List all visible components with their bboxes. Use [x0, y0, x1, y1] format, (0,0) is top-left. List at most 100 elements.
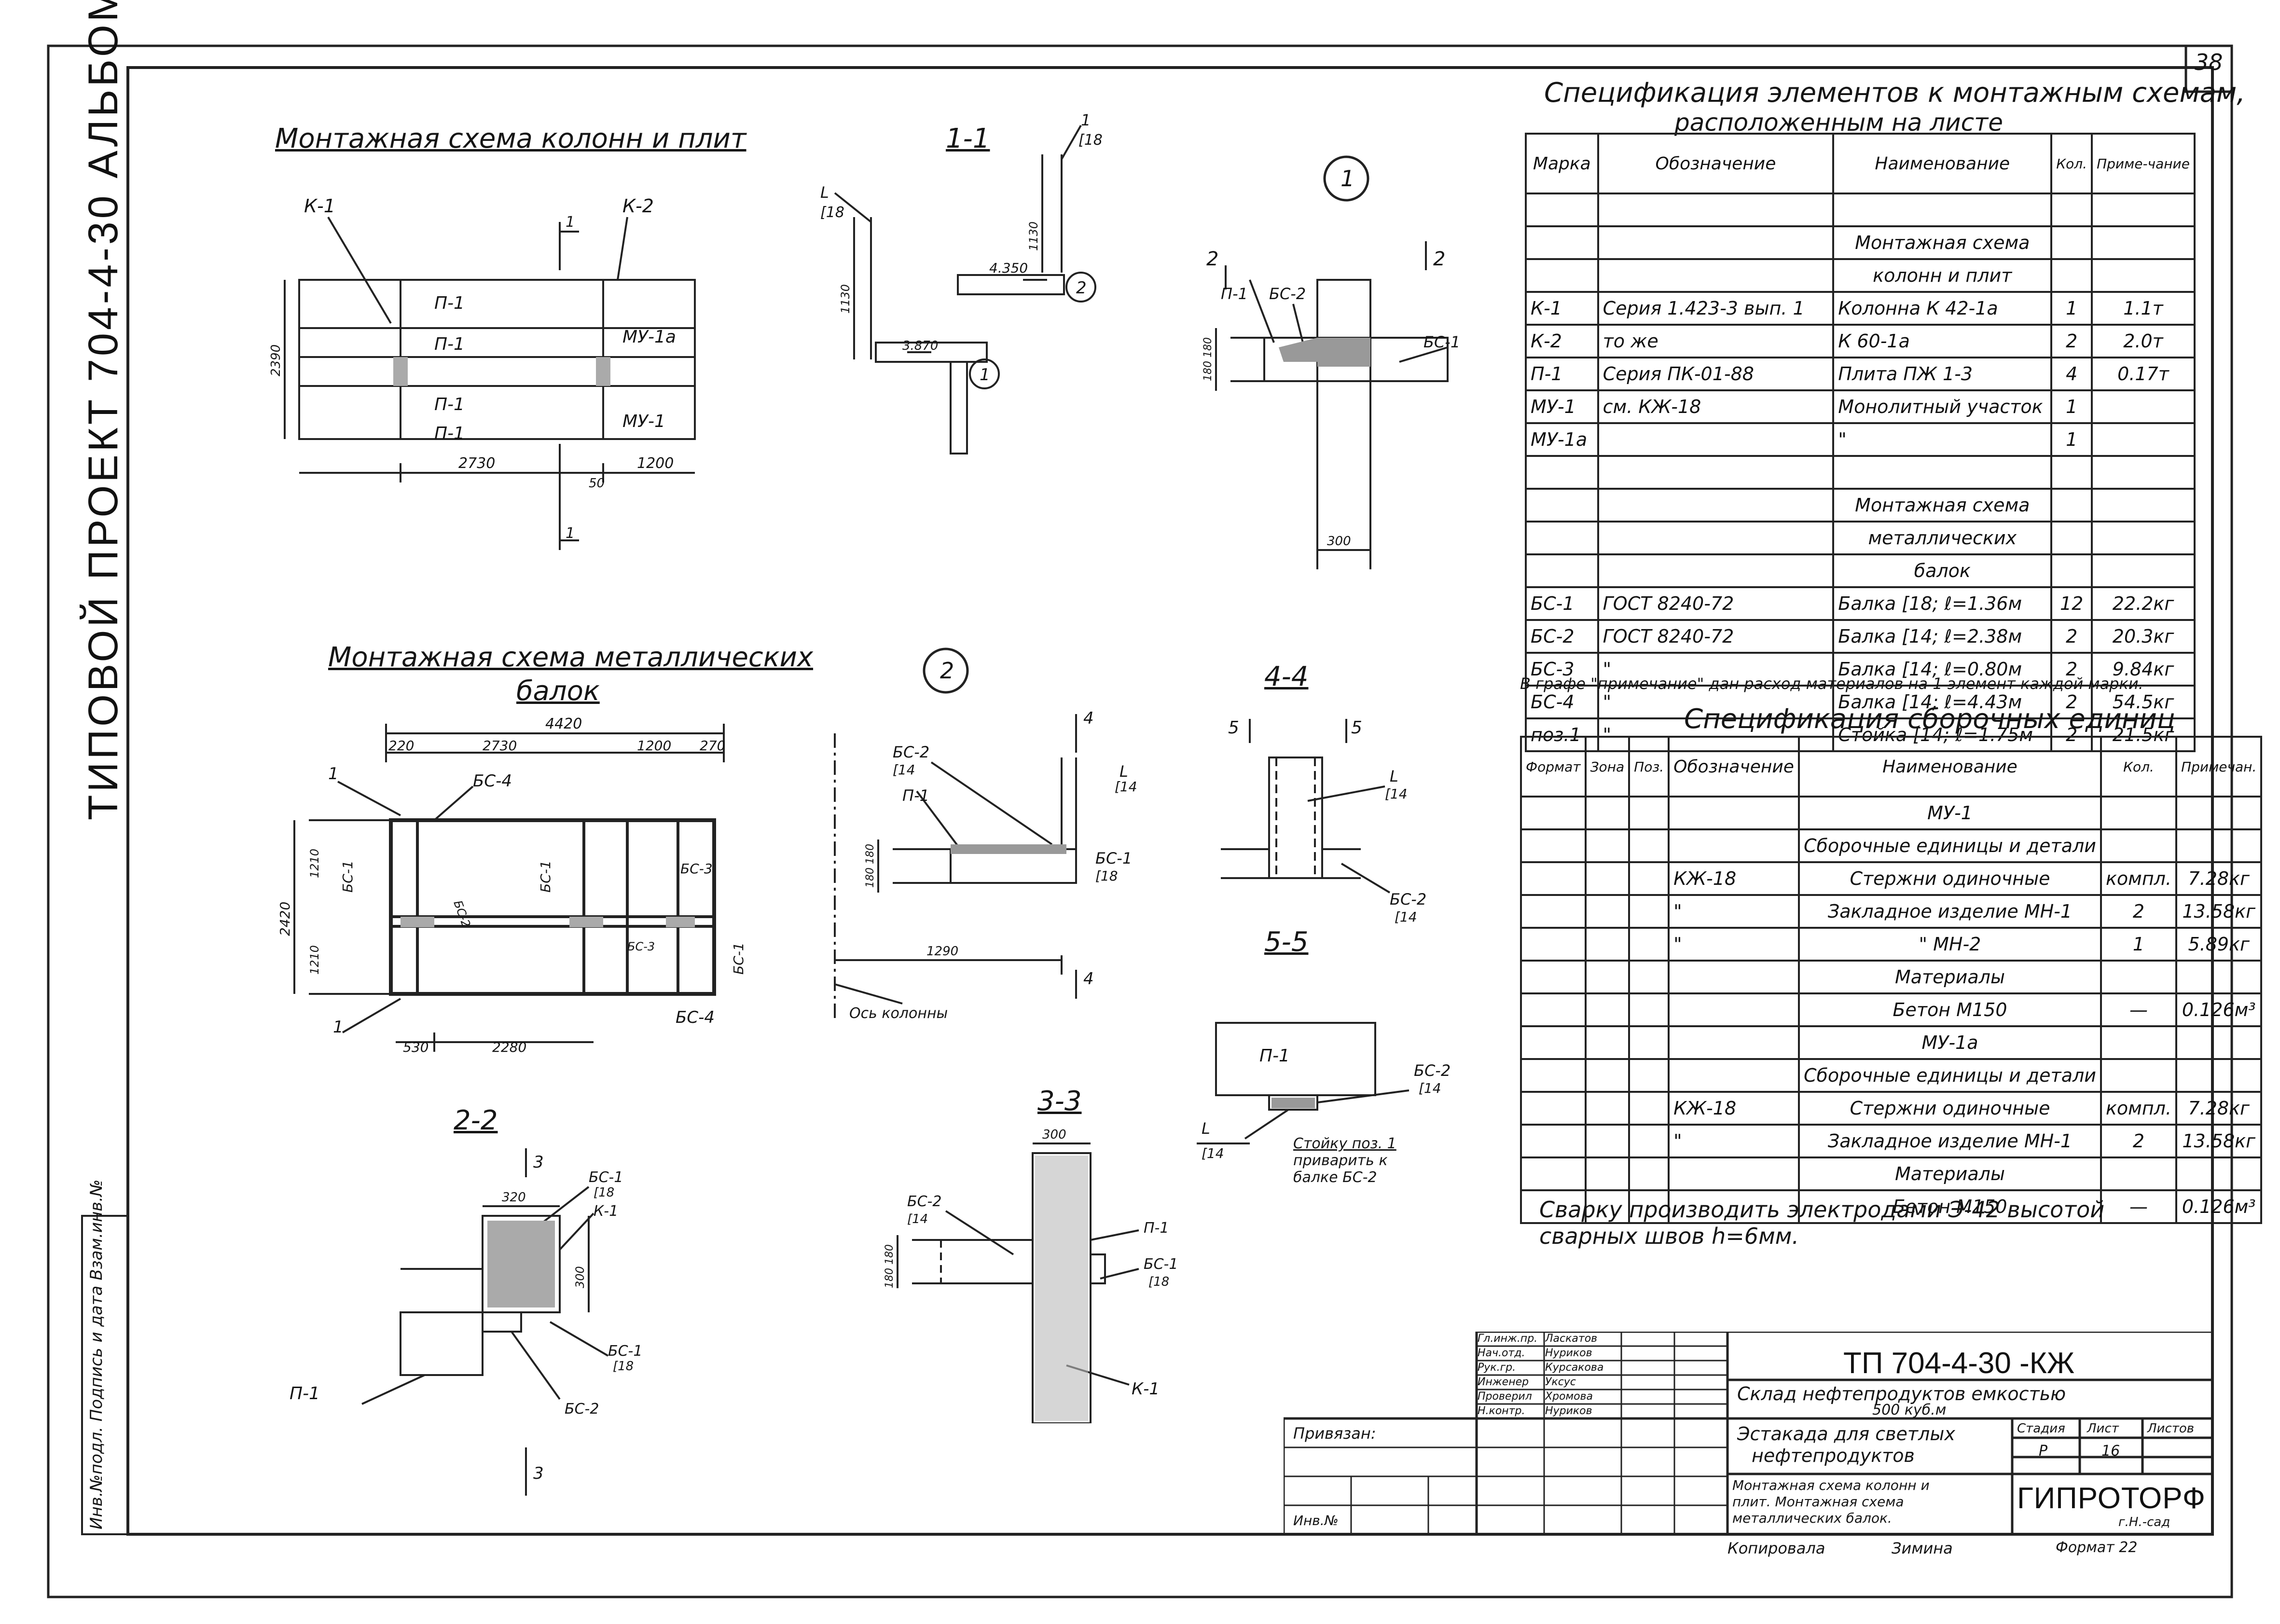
spec1-cell: Балка [14; ℓ=0.80м: [1832, 652, 2053, 687]
lbl-l: L: [1202, 1119, 1210, 1138]
lbl-c14b: [14: [1202, 1145, 1224, 1161]
lbl-bs2: БС-2: [1414, 1061, 1451, 1080]
lbl-c14: [14: [1385, 786, 1408, 802]
lbl-p1: П-1: [1221, 285, 1248, 303]
spec1-cell: БС-3: [1525, 652, 1599, 687]
lbl-c18: [18: [594, 1185, 614, 1200]
spec2-cell: [1520, 1091, 1587, 1126]
tb-stage-h: Стадия: [2017, 1421, 2065, 1436]
spec2-cell: 0.126м³: [2175, 992, 2263, 1027]
role-row: Нач.отд.Нуриков: [1478, 1347, 1680, 1362]
role-title: Проверил: [1478, 1390, 1532, 1403]
spec2-cell: Материалы: [1797, 960, 2102, 994]
sec-1-1-title: 1-1: [946, 123, 990, 154]
sec-4-4-title: 4-4: [1264, 661, 1309, 692]
lbl-bs1c: БС-1: [731, 942, 746, 975]
tb-copied: Копировала: [1727, 1539, 1825, 1557]
lbl-bs1: БС-1: [1095, 849, 1132, 867]
lbl-one: 1: [328, 764, 339, 784]
spec2-cell: [1584, 1091, 1631, 1126]
tb-format: Формат 22: [2056, 1539, 2138, 1556]
tb-privyazan: Привязан:: [1293, 1424, 1376, 1443]
spec2-cell: 0.126м³: [2175, 1189, 2263, 1224]
spec2-cell: [1628, 861, 1670, 896]
lbl-bs1: БС-1: [1423, 333, 1460, 351]
spec2-cell: [1584, 1025, 1631, 1060]
spec2-cell: [1520, 1156, 1587, 1191]
spec2-cell: ": [1668, 1124, 1800, 1158]
spec1-cell: 0.17т: [2091, 357, 2196, 391]
table-row: МУ-1: [1520, 796, 2263, 830]
side-title: ТИПОВОЙ ПРОЕКТ 704-4-30 АЛЬБОМ I: [80, 0, 126, 820]
spec1-cell: 9.84кг: [2091, 652, 2196, 687]
spec1-cell: 1: [2050, 422, 2093, 457]
spec1-cell: ГОСТ 8240-72: [1597, 586, 1835, 621]
spec1-cell: колонн и плит: [1832, 258, 2053, 293]
cut-1-top: 1: [566, 214, 575, 231]
spec1-cell: [1597, 521, 1835, 555]
lbl-k1: К-1: [594, 1203, 618, 1220]
lbl-bs3b: БС-3: [627, 940, 655, 953]
section-3-3: 300 БС-2 [14 П-1 БС-1 [18 К-1 180 180: [884, 1128, 1178, 1423]
dim-1200: 1200: [637, 455, 674, 472]
spec1-cell: [2050, 553, 2093, 588]
tb-sub-2: нефтепродуктов: [1752, 1445, 1915, 1466]
spec2-cell: [2100, 1058, 2178, 1093]
spec1-cell: то же: [1597, 324, 1835, 358]
col-slab-scheme: К-1 К-2 П-1 П-1 П-1 П-1 МУ-1а МУ-1 2730 …: [270, 195, 696, 550]
spec1-cell: [1597, 422, 1835, 457]
beams-title-2: балок: [516, 675, 600, 707]
spec2-h-pos: Поз.: [1628, 736, 1670, 798]
spec1-cell: [1525, 193, 1599, 227]
spec2-cell: [1628, 828, 1670, 863]
spec2-cell: [2175, 1156, 2263, 1191]
table-row: [1525, 193, 2196, 227]
spec2-cell: Бетон М150: [1797, 1189, 2102, 1224]
spec2-cell: [1628, 1124, 1670, 1158]
role-name: Нуриков: [1545, 1405, 1592, 1417]
spec2-cell: [1520, 894, 1587, 929]
lbl-p1-d: П-1: [434, 424, 465, 443]
spec1-cell: Балка [14; ℓ=4.43м: [1832, 685, 2053, 719]
spec1-cell: 22.2кг: [2091, 586, 2196, 621]
spec2-cell: [1628, 1091, 1670, 1126]
spec2-cell: [1628, 992, 1670, 1027]
spec2-cell: 13.58кг: [2175, 894, 2263, 929]
spec1-cell: 1.1т: [2091, 291, 2196, 326]
spec2-h-note: Примечан.: [2175, 736, 2263, 798]
spec1-cell: [2050, 193, 2093, 227]
tb-sheets-h: Листов: [2147, 1421, 2195, 1436]
spec2-cell: [1584, 1058, 1631, 1093]
spec1-cell: 12: [2050, 586, 2093, 621]
col-slab-title: Монтажная схема колонн и плит: [275, 123, 746, 154]
spec2-h-qty: Кол.: [2100, 736, 2178, 798]
lbl-bs2: БС-2: [907, 1193, 941, 1210]
spec2-cell: ": [1668, 894, 1800, 929]
spec1-h-desig: Обозначение: [1597, 133, 1835, 194]
lbl-p1: П-1: [1259, 1046, 1290, 1066]
lbl-p1-b: П-1: [434, 334, 465, 354]
spec1-cell: Монтажная схема: [1832, 488, 2053, 523]
tb-org-sub: г.Н.-сад: [2118, 1515, 2170, 1529]
lbl-p1: П-1: [290, 1384, 320, 1404]
role-name: Курсакова: [1545, 1362, 1604, 1374]
spec1-cell: ": [1597, 685, 1835, 719]
spec2-cell: [1628, 1189, 1670, 1224]
spec2-cell: [1628, 960, 1670, 994]
beams-scheme: 4420 220 2730 1200 270 2420 1210 1210 53…: [280, 716, 746, 1055]
spec2-cell: Стержни одиночные: [1797, 1091, 2102, 1126]
spec2-cell: Сборочные единицы и детали: [1797, 1058, 2102, 1093]
dim-180: 180 180: [884, 1244, 896, 1288]
spec2-cell: [2100, 960, 2178, 994]
spec2-cell: [2175, 1058, 2263, 1093]
spec2-cell: 2: [2100, 894, 2178, 929]
spec1-cell: Балка [18; ℓ=1.36м: [1832, 586, 2053, 621]
note-2: приварить к: [1293, 1152, 1388, 1169]
